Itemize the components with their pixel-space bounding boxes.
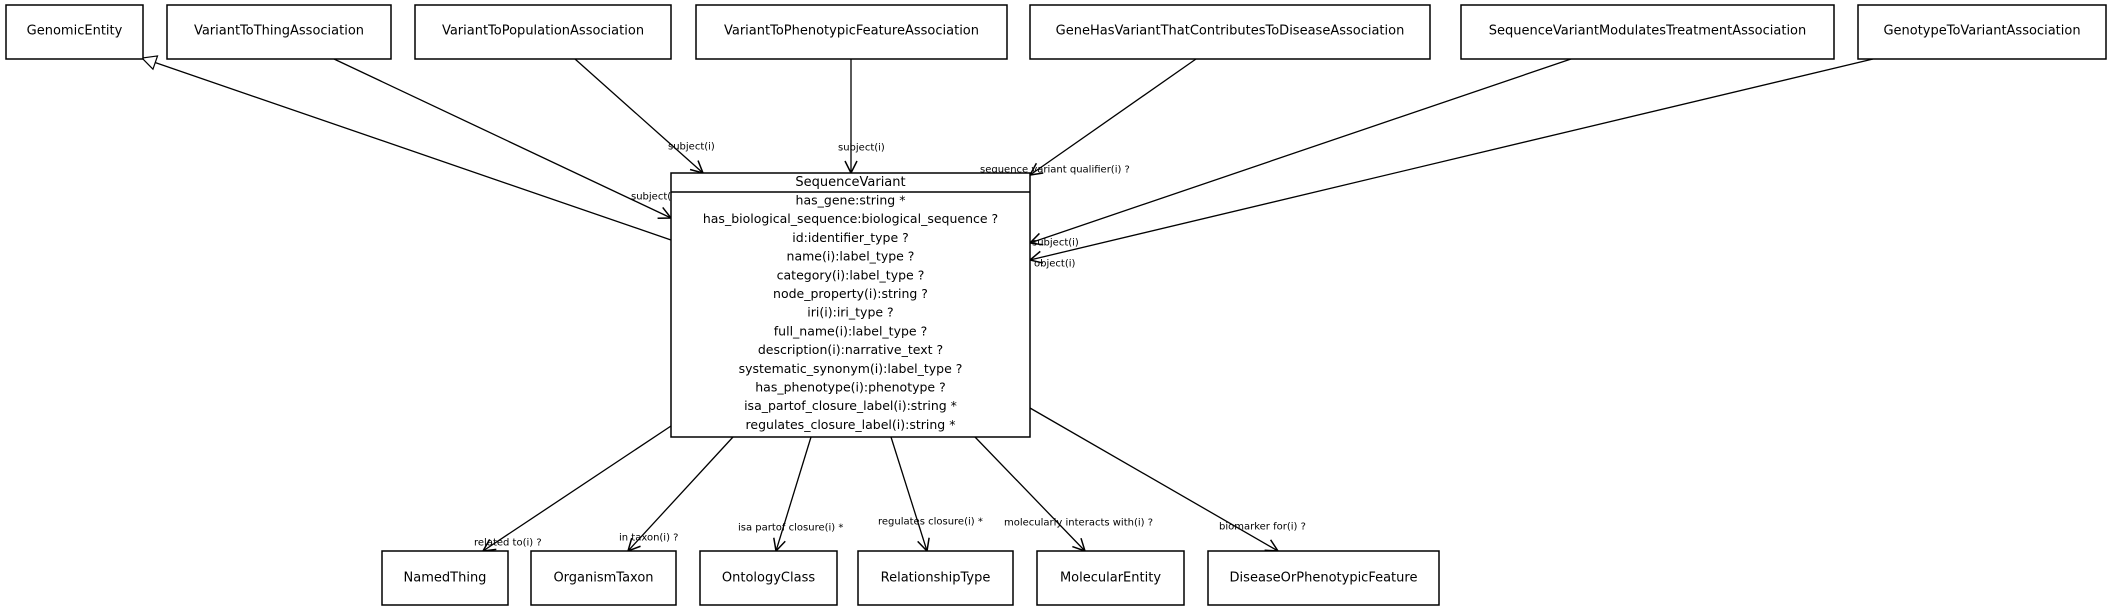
edge-label-variant-to-population: subject(i) xyxy=(668,142,715,153)
class-organism-taxon[interactable]: OrganismTaxon xyxy=(530,550,677,606)
class-genomic-entity[interactable]: GenomicEntity xyxy=(5,4,144,60)
class-attribute: has_phenotype(i):phenotype ? xyxy=(755,380,945,395)
class-attribute: full_name(i):label_type ? xyxy=(774,323,927,338)
edge-label-variant-to-phenotypic-feature: subject(i) xyxy=(838,143,885,154)
class-attribute: node_property(i):string ? xyxy=(773,286,928,301)
class-variant-to-phenotypic-feature-association[interactable]: VariantToPhenotypicFeatureAssociation xyxy=(695,4,1008,60)
edge-label-regulates-closure: regulates closure(i) * xyxy=(878,517,983,528)
edge-label-gene-has-variant: sequence variant qualifier(i) ? xyxy=(980,165,1130,176)
class-name: RelationshipType xyxy=(881,571,991,586)
class-variant-to-population-association[interactable]: VariantToPopulationAssociation xyxy=(414,4,672,60)
edge-gene-has-variant xyxy=(1030,58,1197,175)
attribute-list: has_gene:string * has_biological_sequence… xyxy=(703,193,998,432)
class-attribute: regulates_closure_label(i):string * xyxy=(746,417,956,432)
class-sequence-variant-modulates-treatment-association[interactable]: SequenceVariantModulatesTreatmentAssocia… xyxy=(1460,4,1835,60)
class-name: DiseaseOrPhenotypicFeature xyxy=(1230,571,1418,586)
class-gene-has-variant-association[interactable]: GeneHasVariantThatContributesToDiseaseAs… xyxy=(1029,4,1431,60)
class-name: NamedThing xyxy=(404,571,487,586)
inheritance-edge-genomic-entity xyxy=(142,58,672,241)
class-name: VariantToThingAssociation xyxy=(194,24,364,39)
edge-regulates-closure xyxy=(890,436,927,551)
class-relationship-type[interactable]: RelationshipType xyxy=(857,550,1014,606)
bottom-classes: NamedThing OrganismTaxon OntologyClass R… xyxy=(381,550,1440,606)
edge-molecularly-interacts-with xyxy=(974,436,1085,551)
edge-labels: subject(i) subject(i) subject(i) sequenc… xyxy=(474,142,1306,549)
edge-label-genotype-to-variant: object(i) xyxy=(1034,259,1075,270)
class-attribute: has_biological_sequence:biological_seque… xyxy=(703,211,998,226)
class-attribute: description(i):narrative_text ? xyxy=(758,342,943,357)
class-ontology-class[interactable]: OntologyClass xyxy=(699,550,838,606)
edge-modulates-treatment xyxy=(1030,58,1572,243)
class-name: GeneHasVariantThatContributesToDiseaseAs… xyxy=(1056,24,1405,39)
class-attribute: iri(i):iri_type ? xyxy=(807,305,893,320)
class-name: OrganismTaxon xyxy=(553,571,653,586)
class-attribute: isa_partof_closure_label(i):string * xyxy=(744,398,957,413)
class-disease-or-phenotypic-feature[interactable]: DiseaseOrPhenotypicFeature xyxy=(1207,550,1440,606)
edge-in-taxon xyxy=(628,436,734,551)
top-classes: GenomicEntity VariantToThingAssociation … xyxy=(5,4,2107,60)
class-attribute: name(i):label_type ? xyxy=(787,249,915,264)
class-attribute: systematic_synonym(i):label_type ? xyxy=(739,361,963,376)
class-variant-to-thing-association[interactable]: VariantToThingAssociation xyxy=(166,4,392,60)
class-attribute: id:identifier_type ? xyxy=(792,230,909,245)
edge-biomarker-for xyxy=(1029,407,1278,551)
edge-variant-to-population xyxy=(574,58,703,173)
class-named-thing[interactable]: NamedThing xyxy=(381,550,509,606)
class-attribute: category(i):label_type ? xyxy=(777,267,925,282)
edge-genotype-to-variant xyxy=(1030,58,1874,260)
edge-label-isa-partof-closure: isa partof closure(i) * xyxy=(738,523,843,534)
class-name: VariantToPopulationAssociation xyxy=(442,24,644,39)
edge-related-to xyxy=(483,425,672,551)
edge-label-variant-to-thing: subject(i) xyxy=(631,192,678,203)
edges xyxy=(142,58,1874,551)
edge-label-modulates-treatment: subject(i) xyxy=(1032,238,1079,249)
class-name: VariantToPhenotypicFeatureAssociation xyxy=(724,24,979,39)
edge-label-related-to: related to(i) ? xyxy=(474,538,542,549)
class-name: SequenceVariantModulatesTreatmentAssocia… xyxy=(1489,24,1807,39)
class-name: MolecularEntity xyxy=(1060,571,1161,586)
edge-label-in-taxon: in taxon(i) ? xyxy=(619,533,678,544)
class-title: SequenceVariant xyxy=(795,175,905,190)
class-name: GenotypeToVariantAssociation xyxy=(1883,24,2080,39)
class-molecular-entity[interactable]: MolecularEntity xyxy=(1036,550,1185,606)
edge-isa-partof-closure xyxy=(776,436,812,551)
edge-variant-to-thing xyxy=(333,58,671,218)
class-sequence-variant[interactable]: SequenceVariant has_gene:string * has_bio… xyxy=(670,172,1031,438)
class-name: GenomicEntity xyxy=(27,24,123,39)
edge-label-molecularly-interacts-with: molecularly interacts with(i) ? xyxy=(1004,518,1153,529)
edge-label-biomarker-for: biomarker for(i) ? xyxy=(1219,522,1306,533)
class-attribute: has_gene:string * xyxy=(796,193,906,208)
class-genotype-to-variant-association[interactable]: GenotypeToVariantAssociation xyxy=(1857,4,2107,60)
class-name: OntologyClass xyxy=(722,571,815,586)
